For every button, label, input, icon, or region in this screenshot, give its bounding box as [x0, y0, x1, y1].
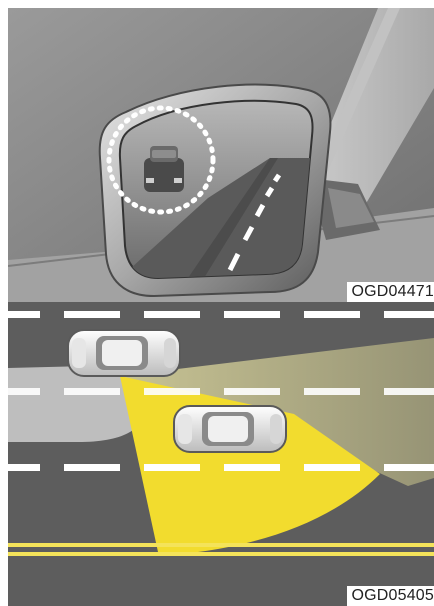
car-in-blind-spot [174, 406, 286, 452]
mirror-drawing [8, 8, 434, 302]
detection-zone-illustration: OGD05405 [8, 302, 434, 606]
figure-code: OGD04471 [347, 282, 434, 302]
mirror-glass [120, 101, 318, 278]
figure-code: OGD05405 [347, 586, 434, 606]
mirror-illustration: OGD04471 [8, 8, 434, 302]
car-adjacent-lane [68, 330, 180, 376]
reflected-car [144, 146, 184, 192]
road-drawing [8, 302, 434, 606]
